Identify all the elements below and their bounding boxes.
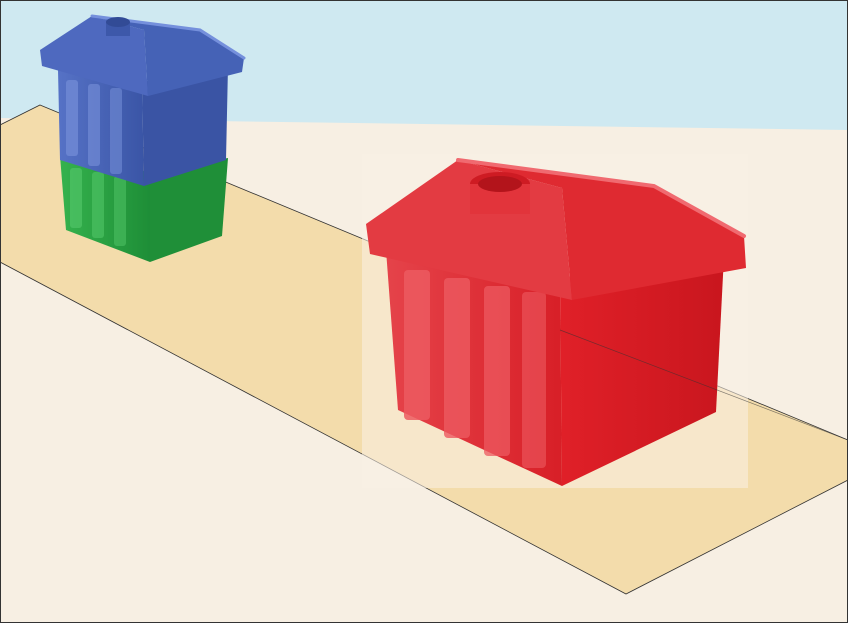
green-block-groove — [114, 176, 126, 246]
red-house-groove — [484, 286, 510, 456]
green-block-groove — [92, 172, 104, 238]
blue-house-chimney-top — [106, 17, 130, 27]
red-house-groove — [404, 270, 430, 420]
blue-house-groove — [66, 80, 78, 156]
blue-house-groove — [88, 84, 100, 166]
red-house-groove — [522, 292, 546, 468]
red-house-chimney-hole — [478, 176, 522, 192]
green-block-groove — [70, 168, 82, 228]
blue-house-groove — [110, 88, 122, 174]
red-house-groove — [444, 278, 470, 438]
blue-house — [40, 16, 244, 186]
